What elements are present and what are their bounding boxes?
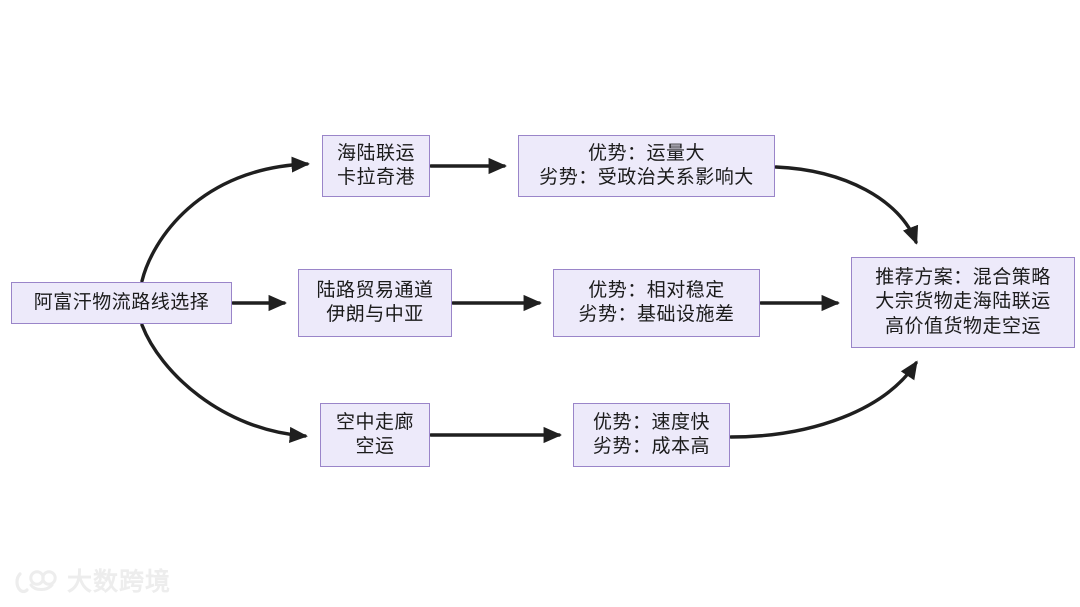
node-air-detail-line-2: 劣势：成本高 — [592, 436, 710, 457]
node-land-detail-line-2: 劣势：基础设施差 — [578, 304, 735, 325]
node-land-pros-cons[interactable]: 优势：相对稳定 劣势：基础设施差 — [553, 269, 760, 337]
node-land-detail-line-1: 优势：相对稳定 — [588, 279, 725, 301]
node-sea-detail-line-2: 劣势：受政治关系影响大 — [539, 167, 754, 188]
node-air-line-1: 空中走廊 — [335, 411, 414, 433]
node-root-line-1: 阿富汗物流路线选择 — [33, 291, 210, 313]
node-air-corridor[interactable]: 空中走廊 空运 — [320, 403, 430, 467]
node-recommend-line-1: 推荐方案：混合策略 — [875, 267, 1051, 289]
node-sea-line-1: 海陆联运 — [336, 142, 415, 164]
node-land-line-1: 陆路贸易通道 — [316, 279, 434, 301]
node-recommend-line-2: 大宗货物走海陆联运 — [875, 291, 1051, 313]
logo-mark-icon — [15, 570, 57, 594]
node-air-detail-line-1: 优势：速度快 — [592, 411, 710, 433]
node-land-trade-corridor[interactable]: 陆路贸易通道 伊朗与中亚 — [298, 269, 452, 337]
node-recommended-plan[interactable]: 推荐方案：混合策略 大宗货物走海陆联运 高价值货物走空运 — [851, 257, 1075, 348]
node-air-line-2: 空运 — [355, 436, 395, 457]
node-sea-land-multimodal[interactable]: 海陆联运 卡拉奇港 — [322, 135, 430, 197]
node-recommend-line-3: 高价值货物走空运 — [884, 315, 1041, 337]
node-land-line-2: 伊朗与中亚 — [326, 304, 424, 325]
edge-root-to-sea — [140, 156, 310, 283]
node-sea-pros-cons[interactable]: 优势：运量大 劣势：受政治关系影响大 — [518, 135, 775, 197]
watermark: 大数跨境 — [14, 569, 171, 595]
edge-sea-detail-to-recommend — [774, 165, 919, 245]
watermark-text: 大数跨境 — [67, 567, 172, 596]
node-sea-line-2: 卡拉奇港 — [336, 167, 415, 188]
node-root[interactable]: 阿富汗物流路线选择 — [11, 282, 232, 324]
edge-air-detail-to-recommend — [729, 360, 918, 439]
edge-root-to-air — [140, 323, 308, 443]
node-sea-detail-line-1: 优势：运量大 — [587, 142, 705, 164]
node-air-pros-cons[interactable]: 优势：速度快 劣势：成本高 — [573, 403, 730, 467]
